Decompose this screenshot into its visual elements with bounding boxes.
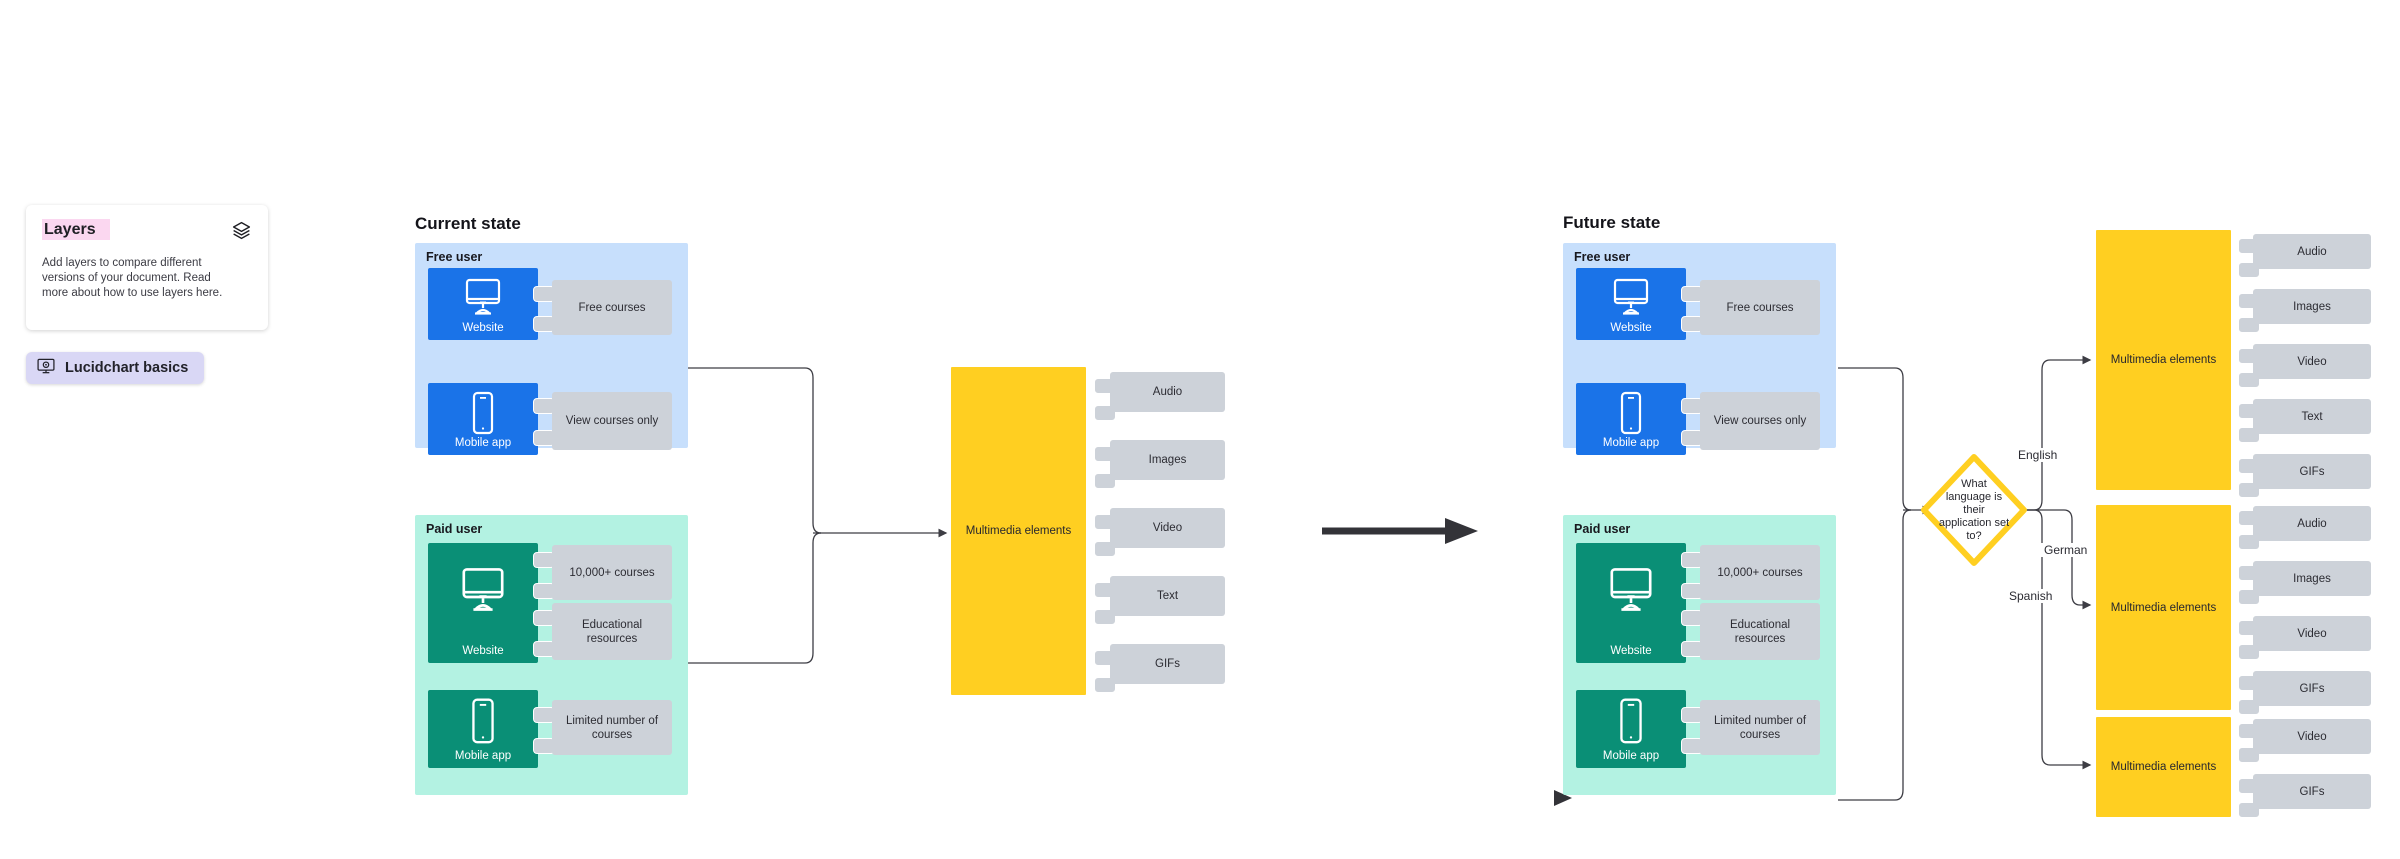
- current-paid-website-feature-2: Educational resources: [552, 603, 672, 660]
- current-multimedia-box[interactable]: Multimedia elements: [951, 367, 1086, 695]
- current-multimedia-item: Video: [1110, 508, 1225, 548]
- future-paid-mobile-tile[interactable]: Mobile app: [1576, 690, 1686, 768]
- future-multimedia-item: Audio: [2253, 506, 2371, 541]
- layers-stack-icon: [231, 220, 252, 246]
- monitor-icon: [1606, 278, 1656, 323]
- current-state-title: Current state: [415, 214, 521, 233]
- monitor-icon: [458, 278, 508, 323]
- future-multimedia-item: Video: [2253, 616, 2371, 651]
- future-multimedia-item: Video: [2253, 719, 2371, 754]
- future-multimedia-item: Audio: [2253, 234, 2371, 269]
- current-multimedia-item: Images: [1110, 440, 1225, 480]
- current-multimedia-item: Text: [1110, 576, 1225, 616]
- current-multimedia-item: GIFs: [1110, 644, 1225, 684]
- current-free-user-label: Free user: [426, 250, 483, 264]
- future-free-website-tile[interactable]: Website: [1576, 268, 1686, 340]
- layers-card: Layers Add layers to compare different v…: [26, 205, 268, 330]
- future-multimedia-item: Images: [2253, 561, 2371, 596]
- current-paid-website-feature-1: 10,000+ courses: [552, 545, 672, 600]
- current-free-mobile-tile[interactable]: Mobile app: [428, 383, 538, 455]
- phone-icon: [1614, 697, 1648, 752]
- future-free-website-feature: Free courses: [1700, 280, 1820, 335]
- future-free-website-label: Website: [1610, 322, 1652, 334]
- current-free-website-feature: Free courses: [552, 280, 672, 335]
- monitor-play-icon: [36, 356, 56, 381]
- future-multimedia-box-english[interactable]: Multimedia elements: [2096, 230, 2231, 490]
- future-multimedia-item: GIFs: [2253, 671, 2371, 706]
- future-multimedia-box-german[interactable]: Multimedia elements: [2096, 505, 2231, 710]
- future-free-mobile-feature: View courses only: [1700, 392, 1820, 450]
- future-multimedia-box-spanish[interactable]: Multimedia elements: [2096, 717, 2231, 817]
- edge-label-german: German: [2041, 543, 2091, 557]
- current-free-mobile-label: Mobile app: [454, 437, 512, 449]
- future-paid-website-feature-1: 10,000+ courses: [1700, 545, 1820, 600]
- future-paid-website-label: Website: [1610, 645, 1652, 657]
- phone-icon: [466, 697, 500, 752]
- language-decision-node[interactable]: What language is their application set t…: [1920, 453, 2028, 567]
- future-paid-user-label: Paid user: [1574, 522, 1631, 536]
- future-paid-mobile-feature: Limited number of courses: [1700, 700, 1820, 755]
- monitor-icon: [453, 565, 513, 622]
- phone-icon: [467, 391, 499, 442]
- current-paid-website-label: Website: [462, 645, 504, 657]
- future-state-title: Future state: [1563, 213, 1661, 232]
- layers-card-title: Layers: [42, 219, 110, 240]
- layers-card-body: Add layers to compare different versions…: [42, 257, 223, 299]
- lucidchart-basics-button[interactable]: Lucidchart basics: [26, 352, 205, 384]
- current-multimedia-item: Audio: [1110, 372, 1225, 412]
- future-multimedia-item: GIFs: [2253, 454, 2371, 489]
- language-decision-label: What language is their application set t…: [1938, 477, 2010, 542]
- current-free-website-tile[interactable]: Website: [428, 268, 538, 340]
- future-multimedia-item: GIFs: [2253, 774, 2371, 809]
- current-free-website-label: Website: [462, 322, 504, 334]
- current-paid-website-tile[interactable]: Website: [428, 543, 538, 663]
- future-paid-mobile-label: Mobile app: [1602, 750, 1660, 762]
- future-paid-website-feature-2: Educational resources: [1700, 603, 1820, 660]
- future-paid-website-tile[interactable]: Website: [1576, 543, 1686, 663]
- future-free-mobile-tile[interactable]: Mobile app: [1576, 383, 1686, 455]
- future-multimedia-item: Video: [2253, 344, 2371, 379]
- current-free-mobile-feature: View courses only: [552, 392, 672, 450]
- phone-icon: [1615, 391, 1647, 442]
- current-paid-mobile-label: Mobile app: [454, 750, 512, 762]
- lucidchart-basics-label: Lucidchart basics: [65, 360, 189, 376]
- future-multimedia-item: Text: [2253, 399, 2371, 434]
- future-multimedia-item: Images: [2253, 289, 2371, 324]
- edge-label-english: English: [2015, 448, 2061, 462]
- edge-label-spanish: Spanish: [2006, 589, 2056, 603]
- future-free-mobile-label: Mobile app: [1602, 437, 1660, 449]
- future-free-user-label: Free user: [1574, 250, 1631, 264]
- current-paid-mobile-tile[interactable]: Mobile app: [428, 690, 538, 768]
- current-paid-mobile-feature: Limited number of courses: [552, 700, 672, 755]
- current-paid-user-label: Paid user: [426, 522, 483, 536]
- monitor-icon: [1601, 565, 1661, 622]
